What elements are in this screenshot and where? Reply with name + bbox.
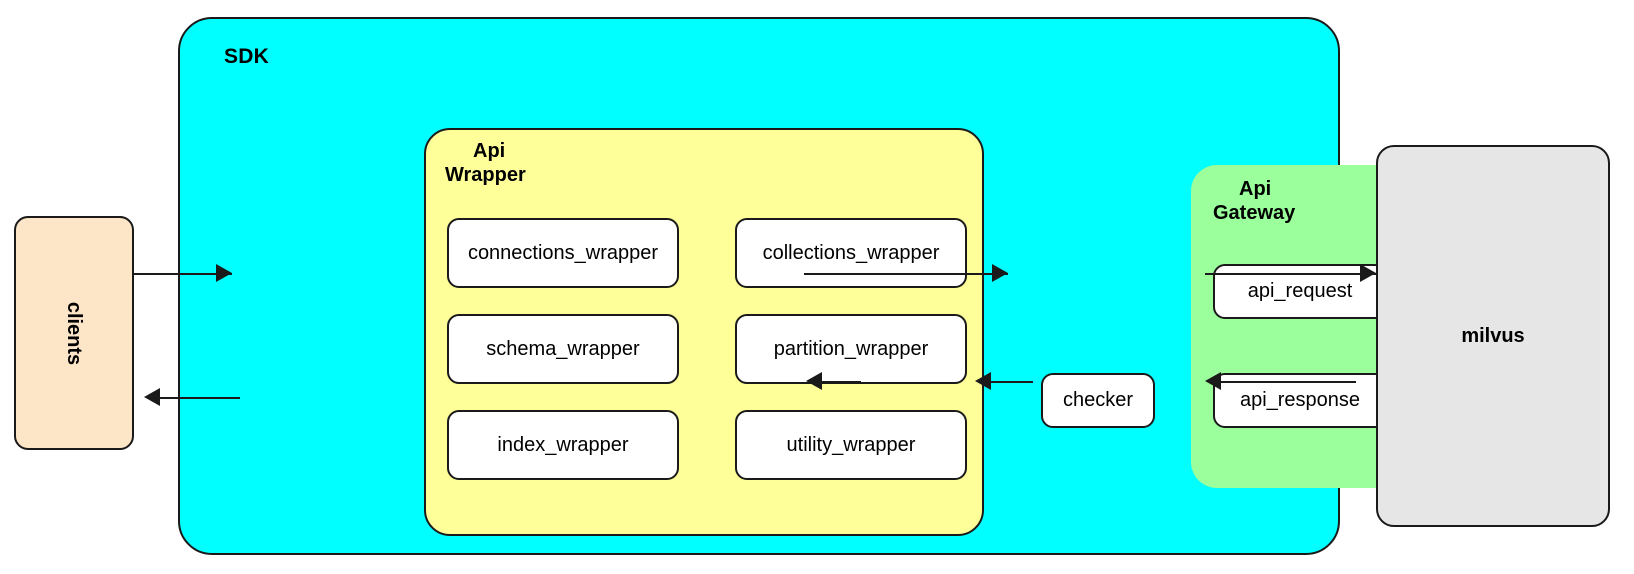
api-gateway-label-line1: Api xyxy=(1239,178,1272,200)
wrapper-box-schema[interactable]: schema_wrapper xyxy=(447,314,679,384)
api-gateway-label-line2: Gateway xyxy=(1213,202,1296,224)
wrapper-box-label: collections_wrapper xyxy=(762,241,940,264)
api-wrapper-label-line1: Api xyxy=(473,140,506,162)
checker-box[interactable]: checker xyxy=(1041,373,1155,428)
gateway-box-api-response[interactable]: api_response xyxy=(1213,373,1387,428)
wrapper-box-index[interactable]: index_wrapper xyxy=(447,410,679,480)
clients-label: clients xyxy=(63,301,86,365)
milvus-box[interactable]: milvus xyxy=(1376,145,1610,527)
checker-label: checker xyxy=(1062,389,1134,411)
wrapper-box-utility[interactable]: utility_wrapper xyxy=(735,410,967,480)
gateway-box-api-request[interactable]: api_request xyxy=(1213,264,1387,319)
wrapper-box-label: connections_wrapper xyxy=(467,241,659,264)
wrapper-box-label: utility_wrapper xyxy=(786,433,916,456)
wrapper-box-collections[interactable]: collections_wrapper xyxy=(735,218,967,288)
api-wrapper-label-line2: Wrapper xyxy=(445,164,526,186)
milvus-label: milvus xyxy=(1461,324,1525,347)
clients-box[interactable]: clients xyxy=(14,216,134,450)
wrapper-box-partition[interactable]: partition_wrapper xyxy=(735,314,967,384)
sdk-label: SDK xyxy=(224,45,269,68)
gateway-box-label: api_response xyxy=(1239,389,1361,411)
wrapper-box-connections[interactable]: connections_wrapper xyxy=(447,218,679,288)
wrapper-box-label: partition_wrapper xyxy=(773,337,929,360)
wrapper-box-label: schema_wrapper xyxy=(486,337,640,360)
gateway-box-label: api_request xyxy=(1247,280,1353,302)
wrapper-box-label: index_wrapper xyxy=(497,433,629,456)
